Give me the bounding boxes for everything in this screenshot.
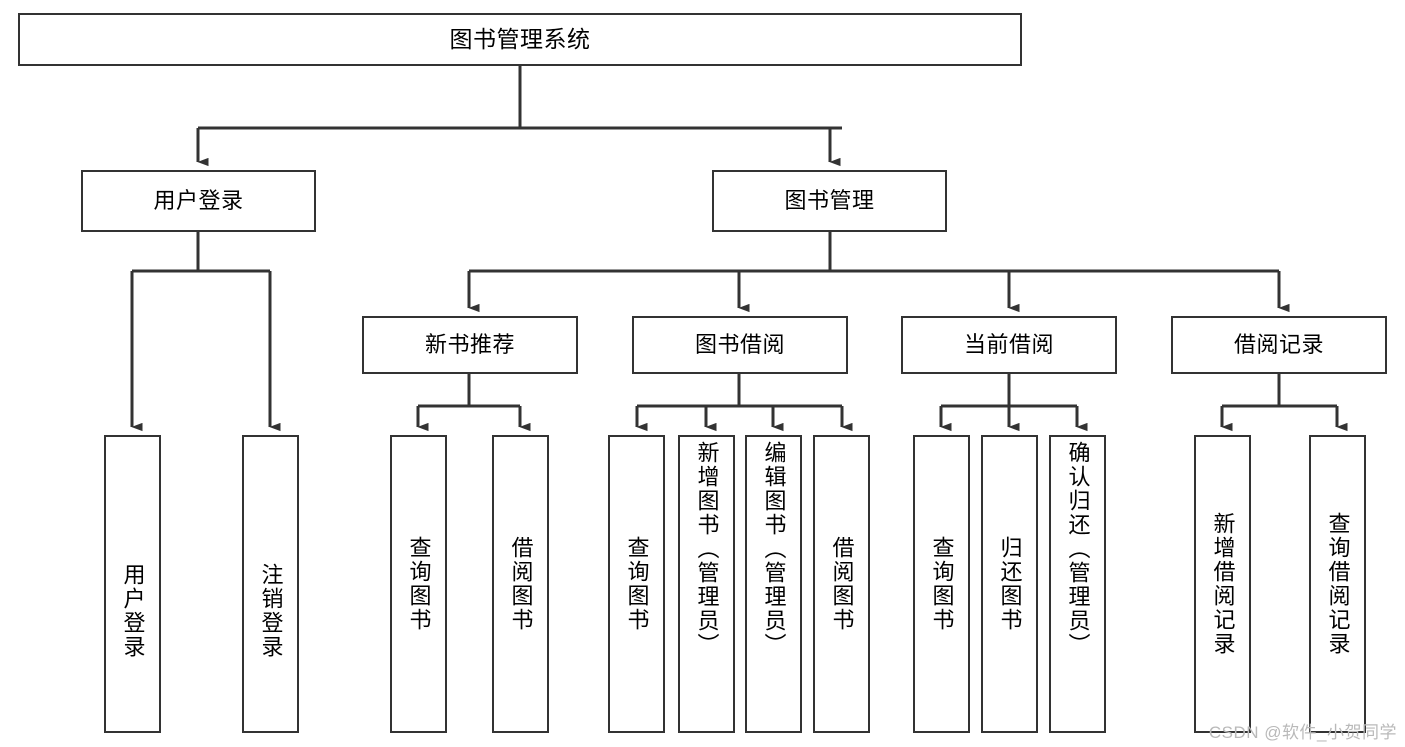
node-leaf-query-book-current[interactable]: 查询图书: [913, 435, 970, 733]
node-leaf-confirm-return[interactable]: 确认归还（管理员）: [1049, 435, 1106, 733]
node-leaf-user-login[interactable]: 用户登录: [104, 435, 161, 733]
node-leaf-add-borrow-record[interactable]: 新增借阅记录: [1194, 435, 1251, 733]
node-label: 用户登录: [120, 563, 146, 659]
node-book-borrowing[interactable]: 图书借阅: [632, 316, 848, 374]
node-leaf-edit-book[interactable]: 编辑图书（管理员）: [745, 435, 802, 733]
node-label: 图书管理系统: [449, 25, 591, 52]
node-label: 编辑图书（管理员）: [761, 441, 787, 657]
node-leaf-borrow-book-borrowing[interactable]: 借阅图书: [813, 435, 870, 733]
node-label: 新书推荐: [424, 332, 515, 358]
node-label: 新增借阅记录: [1210, 512, 1236, 656]
node-leaf-query-book-borrowing[interactable]: 查询图书: [608, 435, 665, 733]
node-user-login[interactable]: 用户登录: [81, 170, 316, 232]
node-label: 借阅记录: [1233, 332, 1324, 358]
node-label: 归还图书: [997, 536, 1023, 632]
node-label: 借阅图书: [829, 536, 855, 632]
node-label: 图书借阅: [694, 332, 785, 358]
node-leaf-return-book[interactable]: 归还图书: [981, 435, 1038, 733]
node-book-management[interactable]: 图书管理: [712, 170, 947, 232]
node-label: 查询图书: [624, 536, 650, 632]
node-label: 新增图书（管理员）: [694, 441, 720, 657]
node-leaf-borrow-book-recommendation[interactable]: 借阅图书: [492, 435, 549, 733]
node-borrowing-record[interactable]: 借阅记录: [1171, 316, 1387, 374]
node-label: 用户登录: [153, 188, 244, 214]
node-current-borrowing[interactable]: 当前借阅: [901, 316, 1117, 374]
node-label: 借阅图书: [508, 536, 534, 632]
node-leaf-query-book-recommendation[interactable]: 查询图书: [390, 435, 447, 733]
node-leaf-add-book[interactable]: 新增图书（管理员）: [678, 435, 735, 733]
node-label: 注销登录: [258, 563, 284, 659]
node-label: 查询图书: [406, 536, 432, 632]
node-leaf-query-borrow-record[interactable]: 查询借阅记录: [1309, 435, 1366, 733]
node-new-book-recommendation[interactable]: 新书推荐: [362, 316, 578, 374]
node-label: 查询借阅记录: [1325, 512, 1351, 656]
node-leaf-logout[interactable]: 注销登录: [242, 435, 299, 733]
csdn-watermark: CSDN @软件_小贺同学: [1208, 723, 1397, 742]
node-label: 确认归还（管理员）: [1065, 441, 1091, 657]
node-root-book-management-system[interactable]: 图书管理系统: [18, 13, 1022, 66]
node-label: 当前借阅: [963, 332, 1054, 358]
node-label: 图书管理: [784, 188, 875, 214]
node-label: 查询图书: [929, 536, 955, 632]
